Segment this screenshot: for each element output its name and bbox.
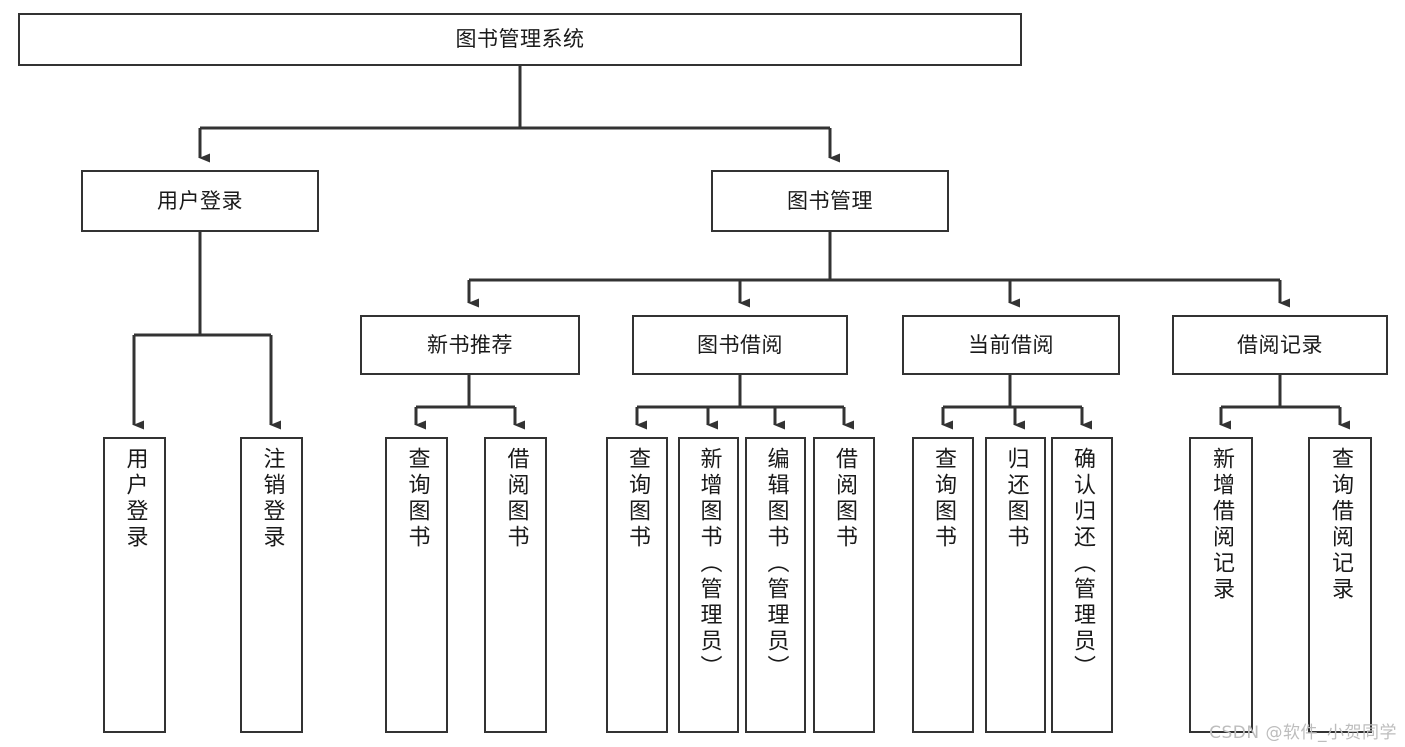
node-label: 借阅记录: [1237, 332, 1323, 357]
leaf-user-login[interactable]: 用户登录: [103, 437, 166, 733]
leaf-query-borrow-record[interactable]: 查询借阅记录: [1308, 437, 1372, 733]
node-label: 新增借阅记录: [1209, 447, 1234, 603]
node-label: 新增图书（管理员）: [696, 447, 722, 681]
leaf-query-books-current[interactable]: 查询图书: [912, 437, 974, 733]
node-label: 图书借阅: [697, 332, 783, 357]
node-label: 图书管理系统: [455, 27, 585, 52]
leaf-logout[interactable]: 注销登录: [240, 437, 303, 733]
leaf-return-book[interactable]: 归还图书: [985, 437, 1046, 733]
node-label: 新书推荐: [427, 332, 513, 357]
leaf-borrow-books-new[interactable]: 借阅图书: [484, 437, 547, 733]
node-label: 当前借阅: [968, 332, 1054, 357]
leaf-query-books-borrow[interactable]: 查询图书: [606, 437, 668, 733]
node-borrow-records[interactable]: 借阅记录: [1172, 315, 1388, 375]
node-root-system[interactable]: 图书管理系统: [18, 13, 1022, 66]
leaf-add-book-admin[interactable]: 新增图书（管理员）: [678, 437, 739, 733]
node-book-management[interactable]: 图书管理: [711, 170, 949, 232]
leaf-confirm-return-admin[interactable]: 确认归还（管理员）: [1051, 437, 1113, 733]
leaf-add-borrow-record[interactable]: 新增借阅记录: [1189, 437, 1253, 733]
node-label: 查询图书: [625, 447, 650, 551]
node-label: 借阅图书: [503, 447, 529, 551]
leaf-query-books-new[interactable]: 查询图书: [385, 437, 448, 733]
node-label: 图书管理: [787, 188, 873, 213]
node-label: 注销登录: [259, 447, 285, 551]
node-current-borrow[interactable]: 当前借阅: [902, 315, 1120, 375]
node-label: 用户登录: [157, 188, 243, 213]
node-new-book-recommend[interactable]: 新书推荐: [360, 315, 580, 375]
node-label: 查询图书: [931, 447, 956, 551]
watermark: CSDN @软件_小贺同学: [1209, 723, 1397, 743]
node-user-login[interactable]: 用户登录: [81, 170, 319, 232]
leaf-edit-book-admin[interactable]: 编辑图书（管理员）: [745, 437, 806, 733]
node-label: 查询借阅记录: [1328, 447, 1353, 603]
node-book-borrow[interactable]: 图书借阅: [632, 315, 848, 375]
node-label: 查询图书: [404, 447, 430, 551]
leaf-borrow-book[interactable]: 借阅图书: [813, 437, 875, 733]
node-label: 确认归还（管理员）: [1070, 447, 1095, 681]
node-label: 归还图书: [1003, 447, 1029, 551]
node-label: 借阅图书: [832, 447, 857, 551]
node-label: 用户登录: [122, 447, 148, 551]
node-label: 编辑图书（管理员）: [763, 447, 789, 681]
